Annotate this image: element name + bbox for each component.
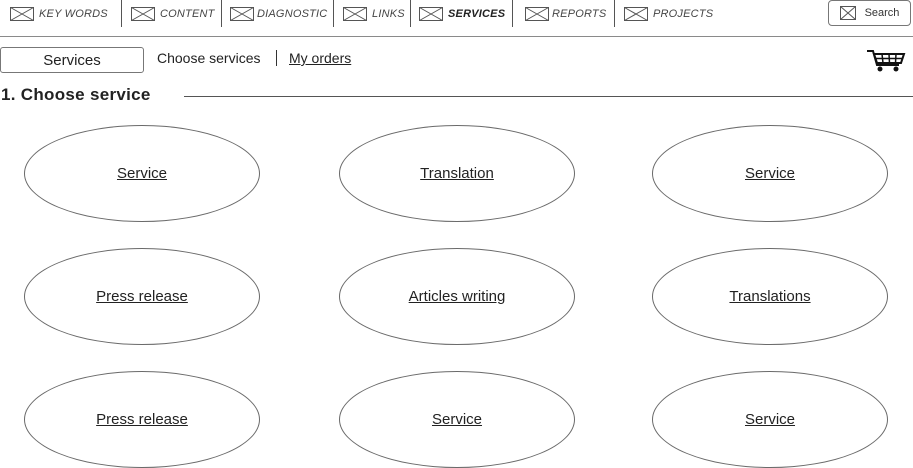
nav-item-label: REPORTS <box>552 7 607 20</box>
nav-divider <box>121 0 122 27</box>
nav-divider <box>614 0 615 27</box>
service-option-label: Press release <box>96 288 188 305</box>
image-placeholder-icon <box>343 6 367 21</box>
nav-item-reports[interactable]: REPORTS <box>525 0 606 27</box>
nav-item-label: SERVICES <box>448 7 506 20</box>
service-option-label: Service <box>744 165 796 182</box>
nav-item-services[interactable]: SERVICES <box>419 0 505 27</box>
service-option[interactable]: Service <box>652 125 888 222</box>
nav-item-label: LINKS <box>372 7 405 20</box>
services-button[interactable]: Services <box>0 47 144 73</box>
choose-services-link[interactable]: Choose services <box>157 50 261 66</box>
image-placeholder-icon <box>624 6 648 21</box>
subnav-divider <box>276 50 277 66</box>
search-button[interactable]: Search <box>828 0 911 26</box>
services-button-label: Services <box>43 51 101 69</box>
image-placeholder-icon <box>419 6 443 21</box>
search-button-label: Search <box>864 7 900 19</box>
nav-item-diagnostic[interactable]: DIAGNOSTIC <box>230 0 327 27</box>
service-option[interactable]: Translations <box>652 248 888 345</box>
nav-item-label: KEY WORDS <box>39 7 108 20</box>
image-placeholder-icon <box>525 6 549 21</box>
service-option-label: Service <box>744 411 796 428</box>
shopping-cart-icon[interactable] <box>866 47 906 73</box>
nav-item-label: CONTENT <box>160 7 215 20</box>
nav-divider <box>333 0 334 27</box>
topnav-divider <box>0 36 913 37</box>
nav-item-key-words[interactable]: KEY WORDS <box>10 0 108 27</box>
top-navigation: KEY WORDS CONTENT DIAGNOSTIC LINKS SERVI… <box>0 0 913 37</box>
service-option[interactable]: Articles writing <box>339 248 575 345</box>
service-option-label: Service <box>431 411 483 428</box>
nav-item-label: PROJECTS <box>653 7 714 20</box>
section-title: 1. Choose service <box>1 85 151 104</box>
section-divider <box>184 96 913 97</box>
nav-item-projects[interactable]: PROJECTS <box>624 0 713 27</box>
my-orders-link[interactable]: My orders <box>289 50 352 66</box>
nav-divider <box>410 0 411 27</box>
service-option[interactable]: Service <box>339 371 575 468</box>
nav-item-links[interactable]: LINKS <box>343 0 405 27</box>
service-option[interactable]: Translation <box>339 125 575 222</box>
image-placeholder-icon <box>10 6 34 21</box>
image-placeholder-icon <box>839 6 856 20</box>
service-option-label: Service <box>116 165 168 182</box>
image-placeholder-icon <box>131 6 155 21</box>
nav-divider <box>221 0 222 27</box>
nav-item-label: DIAGNOSTIC <box>257 7 328 20</box>
service-option-label: Articles writing <box>408 288 506 305</box>
service-option[interactable]: Service <box>652 371 888 468</box>
service-option-label: Translations <box>729 288 811 305</box>
service-option[interactable]: Press release <box>24 248 260 345</box>
image-placeholder-icon <box>230 6 254 21</box>
service-option-label: Press release <box>96 411 188 428</box>
nav-divider <box>512 0 513 27</box>
service-option[interactable]: Press release <box>24 371 260 468</box>
nav-item-content[interactable]: CONTENT <box>131 0 215 27</box>
service-option[interactable]: Service <box>24 125 260 222</box>
service-option-label: Translation <box>420 165 494 182</box>
